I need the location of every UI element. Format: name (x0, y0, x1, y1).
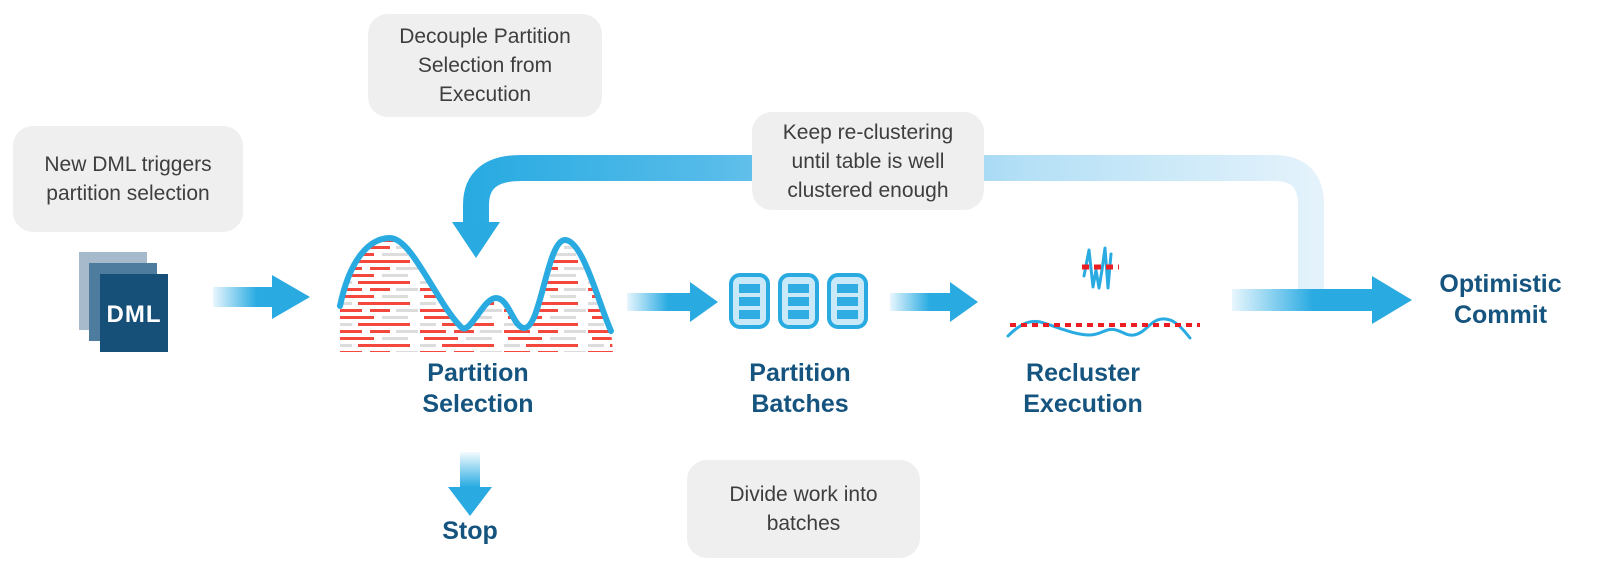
partition-selection-icon (337, 234, 614, 352)
label-optimistic-commit: Optimistic Commit (1439, 270, 1562, 329)
note-divide-work-text: Divide work into batches (729, 483, 878, 535)
batch-icon-3 (827, 273, 868, 329)
dml-label: DML (107, 301, 162, 328)
label-recluster-execution: Recluster Execution (1023, 359, 1143, 418)
recluster-execution-icon (1006, 246, 1200, 340)
partition-batches-icon (729, 273, 868, 329)
arrow-dml-to-selection-icon (213, 275, 310, 319)
arrow-selection-to-stop-icon (448, 452, 492, 516)
arrow-selection-to-batches-icon (627, 282, 718, 322)
feedback-loop-arrowhead-icon (452, 222, 500, 258)
label-stop: Stop (442, 517, 498, 545)
dml-icon: DML (79, 252, 168, 352)
spiky-wave (1082, 246, 1113, 290)
partition-dashes-fill (340, 238, 613, 352)
partition-curve (337, 234, 614, 334)
label-partition-batches: Partition Batches (749, 359, 851, 418)
note-divide-work: Divide work into batches (687, 460, 920, 558)
note-keep-reclustering: Keep re-clustering until table is well c… (752, 112, 984, 210)
batch-icon-2 (778, 273, 819, 329)
note-new-dml-text: New DML triggers partition selection (44, 153, 212, 205)
note-keep-reclustering-text: Keep re-clustering until table is well c… (782, 120, 954, 202)
arrow-recluster-to-commit-icon (1232, 276, 1412, 324)
note-decouple: Decouple Partition Selection from Execut… (368, 14, 602, 117)
note-decouple-text: Decouple Partition Selection from Execut… (399, 25, 571, 106)
note-new-dml: New DML triggers partition selection (13, 126, 243, 232)
gentle-wave (1006, 317, 1192, 340)
label-partition-selection: Partition Selection (422, 359, 534, 418)
arrow-batches-to-recluster-icon (890, 282, 978, 322)
batch-icon-1 (729, 273, 770, 329)
